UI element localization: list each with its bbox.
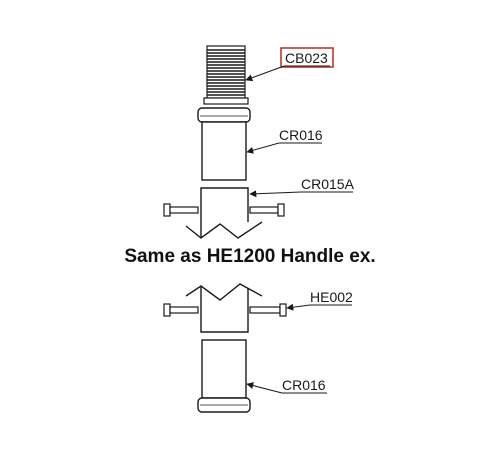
label-cr016-top: CR016 [279,127,323,143]
note-headline: Same as HE1200 Handle ex. [124,246,375,267]
callout-cr016-bottom: CR016 [246,377,327,394]
upper-handle-block [185,187,263,239]
threaded-bolt-part [203,45,249,105]
upper-left-pin [163,203,199,217]
label-cb023: CB023 [285,50,328,66]
upper-right-pin [249,203,285,217]
top-sleeve-part [197,107,251,181]
lower-right-pin [249,303,287,317]
lower-handle-block [185,283,263,333]
bottom-sleeve-part [197,339,251,413]
callout-cr015a: CR015A [249,176,355,198]
callout-he002: HE002 [286,289,353,311]
label-he002: HE002 [310,289,353,305]
callout-cb023: CB023 [245,47,334,82]
label-cr016-bottom: CR016 [282,377,326,393]
callout-cr016-top: CR016 [246,127,323,154]
lower-left-pin [163,303,199,317]
label-cr015a: CR015A [301,176,355,192]
highlight-box [280,47,334,68]
